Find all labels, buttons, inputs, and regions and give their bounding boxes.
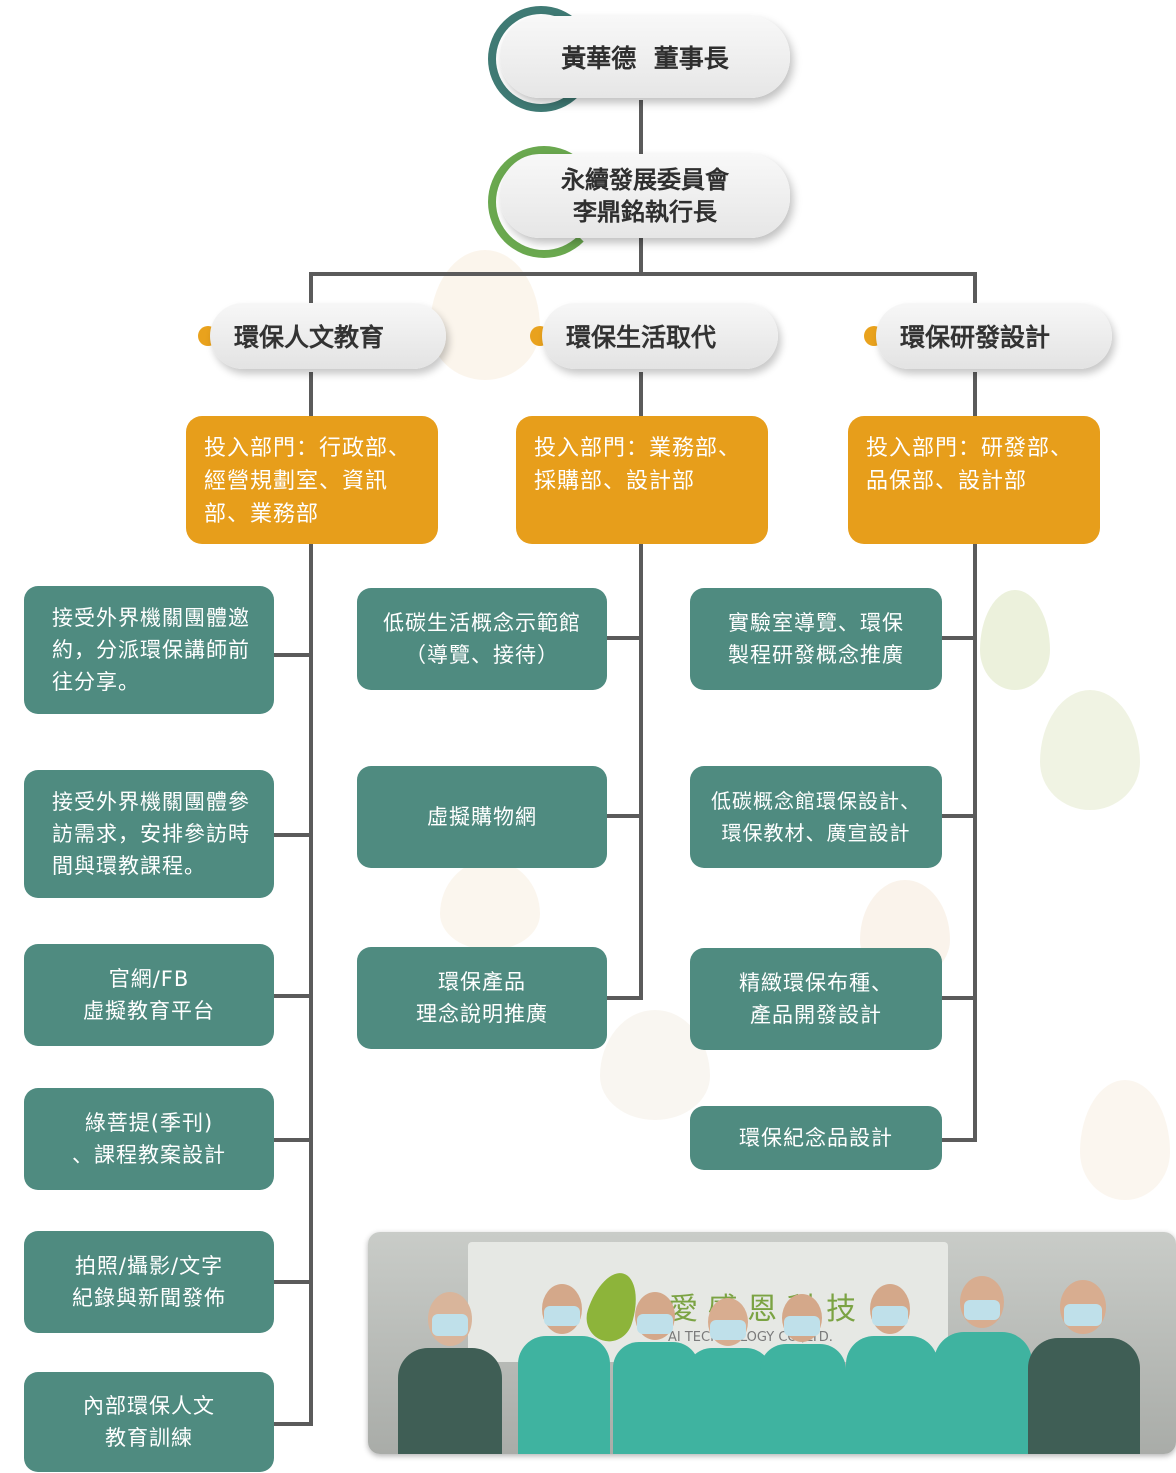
connector-branch <box>274 1280 312 1284</box>
task-box: 低碳概念館環保設計、 環保教材、廣宣設計 <box>690 766 942 868</box>
category-header-education: 環保人文教育 <box>210 303 446 369</box>
person-figure <box>398 1292 502 1454</box>
department-text: 投入部門：行政部、經營規劃室、資訊部、業務部 <box>204 436 412 527</box>
connector-branch <box>274 653 312 657</box>
connector-branch <box>940 996 976 1000</box>
task-box: 拍照/攝影/文字 紀錄與新聞發佈 <box>24 1231 274 1333</box>
connector-branch <box>606 636 642 640</box>
task-text: 低碳概念館環保設計、 環保教材、廣宣設計 <box>711 789 921 845</box>
person-figure <box>760 1294 846 1454</box>
task-text: 低碳生活概念示範館 （導覽、接待） <box>383 611 581 667</box>
task-text: 拍照/攝影/文字 紀錄與新聞發佈 <box>72 1254 226 1310</box>
task-text: 實驗室導覽、環保 製程研發概念推廣 <box>728 611 904 667</box>
chairman-node: 黃華德 董事長 <box>500 16 790 98</box>
task-box: 接受外界機關團體參訪需求，安排參訪時間與環教課程。 <box>24 770 274 898</box>
connector-horizontal-bar <box>309 272 977 276</box>
department-box-education: 投入部門：行政部、經營規劃室、資訊部、業務部 <box>186 416 438 544</box>
task-box: 低碳生活概念示範館 （導覽、接待） <box>357 588 607 690</box>
task-box: 環保紀念品設計 <box>690 1106 942 1170</box>
committee-arc-decoration <box>488 146 600 258</box>
connector-col1-cat-to-dept <box>309 372 313 417</box>
person-figure <box>686 1298 772 1454</box>
connector-col1-top <box>309 272 313 312</box>
task-box: 綠菩提(季刊) 、課程教案設計 <box>24 1088 274 1190</box>
person-figure <box>518 1284 610 1454</box>
connector-branch <box>274 833 312 837</box>
background-leaf <box>980 590 1050 690</box>
background-leaf <box>440 860 540 950</box>
committee-name: 永續發展委員會 <box>561 166 729 194</box>
task-text: 虛擬購物網 <box>427 805 537 829</box>
connector-col3-top <box>973 272 977 312</box>
task-box: 官網/FB 虛擬教育平台 <box>24 944 274 1046</box>
connector-branch <box>940 1138 976 1142</box>
connector-trunk-top <box>639 100 643 154</box>
department-text: 投入部門：業務部、採購部、設計部 <box>534 436 742 494</box>
task-text: 接受外界機關團體邀約，分派環保講師前往分享。 <box>52 606 250 694</box>
task-text: 精緻環保布種、 產品開發設計 <box>739 971 893 1027</box>
background-leaf <box>1040 690 1140 810</box>
connector-trunk-mid <box>639 236 643 276</box>
connector-col3-cat-to-dept <box>973 372 977 417</box>
task-box: 內部環保人文 教育訓練 <box>24 1372 274 1472</box>
task-text: 綠菩提(季刊) 、課程教案設計 <box>72 1111 226 1167</box>
connector-branch <box>274 994 312 998</box>
task-text: 環保紀念品設計 <box>739 1126 893 1150</box>
connector-col2-vertical <box>639 544 643 1000</box>
task-box: 環保產品 理念說明推廣 <box>357 947 607 1049</box>
task-box: 虛擬購物網 <box>357 766 607 868</box>
department-box-lifestyle: 投入部門：業務部、採購部、設計部 <box>516 416 768 544</box>
category-title: 環保生活取代 <box>566 323 717 352</box>
connector-branch <box>940 814 976 818</box>
connector-branch <box>606 814 642 818</box>
category-header-lifestyle: 環保生活取代 <box>542 303 778 369</box>
background-leaf <box>1080 1080 1170 1200</box>
team-photo: 愛 感 恩 科 技 AI TECHNOLOGY CO.,LTD. <box>368 1232 1176 1454</box>
chairman-label: 黃華德 董事長 <box>561 44 729 73</box>
department-box-rnd: 投入部門：研發部、品保部、設計部 <box>848 416 1100 544</box>
person-figure <box>934 1276 1032 1454</box>
task-box: 接受外界機關團體邀約，分派環保講師前往分享。 <box>24 586 274 714</box>
task-box: 精緻環保布種、 產品開發設計 <box>690 948 942 1050</box>
task-text: 環保產品 理念說明推廣 <box>416 970 548 1026</box>
connector-col2-cat-to-dept <box>639 372 643 417</box>
task-box: 實驗室導覽、環保 製程研發概念推廣 <box>690 588 942 690</box>
person-figure <box>1028 1280 1140 1454</box>
connector-col1-vertical <box>309 544 313 1426</box>
person-figure <box>613 1292 699 1454</box>
connector-branch <box>940 636 976 640</box>
task-text: 接受外界機關團體參訪需求，安排參訪時間與環教課程。 <box>52 790 250 878</box>
connector-branch <box>606 996 642 1000</box>
chairman-arc-decoration <box>488 6 594 112</box>
committee-node: 永續發展委員會 李鼎銘執行長 <box>500 154 790 238</box>
person-figure <box>846 1284 938 1454</box>
department-text: 投入部門：研發部、品保部、設計部 <box>866 436 1074 494</box>
connector-branch <box>274 1422 312 1426</box>
category-title: 環保人文教育 <box>234 323 385 352</box>
category-title: 環保研發設計 <box>900 323 1051 352</box>
committee-executive: 李鼎銘執行長 <box>573 198 717 226</box>
connector-col3-vertical <box>973 544 977 1142</box>
task-text: 內部環保人文 教育訓練 <box>83 1394 215 1450</box>
photo-sign-chinese: 愛 感 恩 科 技 <box>668 1292 857 1327</box>
background-leaf <box>430 250 540 380</box>
connector-branch <box>274 1138 312 1142</box>
task-text: 官網/FB 虛擬教育平台 <box>83 967 215 1023</box>
category-header-rnd: 環保研發設計 <box>876 303 1112 369</box>
